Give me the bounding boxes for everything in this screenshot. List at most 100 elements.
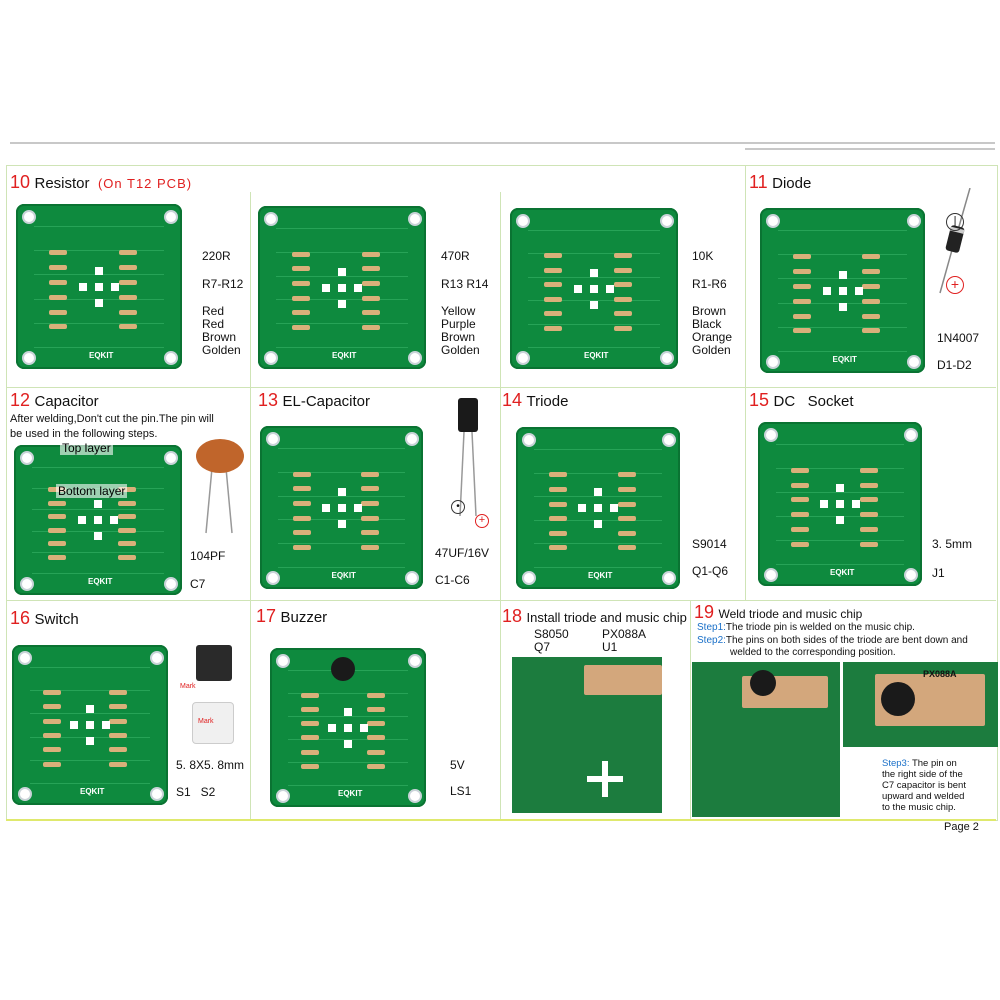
- pcb-board-resistor-2: EQKIT: [258, 206, 426, 369]
- pcb-component: [543, 282, 562, 288]
- pcb-component: [793, 254, 811, 260]
- capacitor-ref: C7: [190, 577, 206, 591]
- pcb-component: [862, 328, 881, 334]
- pcb-component: [118, 294, 137, 300]
- pcb-component: [361, 515, 380, 521]
- section-16-header: 16 Switch: [10, 608, 79, 629]
- pcb-component: [617, 516, 636, 522]
- pcb-component: [614, 267, 633, 273]
- pcb-component: [366, 749, 385, 755]
- pcb-component: [617, 545, 636, 551]
- section-title: Triode: [526, 393, 569, 410]
- mounting-hole: [516, 214, 530, 228]
- section-title: Switch: [34, 611, 79, 628]
- pcb-trace: [776, 564, 904, 565]
- pcb-component: [790, 482, 809, 488]
- pcb-component: [793, 328, 811, 334]
- capacitor-value: 104PF: [190, 549, 226, 563]
- pcb-component: [49, 324, 68, 330]
- section-18-header: 18 Install triode and music chip: [502, 606, 687, 627]
- pcb-brand-logo: EQKIT: [331, 571, 356, 580]
- mounting-hole: [266, 432, 280, 446]
- step2-label: Step2:: [697, 635, 726, 646]
- pcb-component: [108, 733, 127, 738]
- mounting-hole: [766, 214, 780, 228]
- pcb-component: [617, 472, 636, 478]
- plus-icon: +: [475, 514, 489, 528]
- pcb-component: [362, 310, 381, 316]
- buzzer-voltage: 5V: [450, 758, 465, 772]
- pcb-component: [49, 279, 68, 285]
- pcb-board-el-capacitor: EQKIT: [260, 426, 423, 589]
- grid-divider: [6, 387, 996, 388]
- diode-component-icon: [939, 188, 971, 294]
- grid-divider: [690, 600, 691, 819]
- pcb-component: [47, 541, 66, 546]
- pcb-component: [543, 311, 562, 317]
- pcb-component: [862, 298, 881, 304]
- triode-model: S8050: [534, 627, 569, 641]
- pcb-component: [361, 544, 380, 550]
- triode-icon: [750, 670, 776, 696]
- step3-text: Step3: The pin on the right side of the …: [882, 758, 966, 813]
- mounting-hole: [904, 568, 918, 582]
- pcb-trace: [534, 496, 662, 498]
- pcb-component: [548, 472, 567, 478]
- mounting-hole: [662, 571, 676, 585]
- step3-line: the right side of the: [882, 769, 963, 780]
- pcb-component: [859, 497, 878, 503]
- resistor-2-band: Purple: [441, 317, 476, 331]
- pcb-component: [366, 692, 385, 698]
- step1-label: Step1:: [697, 622, 726, 633]
- switch-size: 5. 8X5. 8mm: [176, 758, 245, 772]
- pcb-component: [543, 296, 562, 302]
- pcb-board-buzzer: EQKIT: [270, 648, 426, 807]
- triode-icon: [881, 682, 915, 716]
- pcb-trace: [778, 351, 907, 352]
- pcb-trace: [34, 347, 164, 348]
- section-number: 19: [694, 602, 715, 622]
- pcb-trace: [278, 567, 405, 568]
- resistor-1-value: 220R: [202, 249, 231, 263]
- pcb-component: [43, 704, 62, 710]
- pcb-component: [614, 296, 633, 302]
- pcb-silkscreen: [820, 484, 860, 524]
- pcb-trace: [276, 251, 408, 253]
- pcb-trace: [534, 472, 662, 474]
- mounting-hole: [164, 351, 178, 365]
- step3-label: Step3:: [882, 758, 910, 769]
- pcb-board-diode: EQKIT: [760, 208, 925, 373]
- pcb-brand-logo: EQKIT: [830, 568, 855, 577]
- pcb-component: [108, 761, 127, 767]
- pcb-component: [790, 467, 809, 473]
- pcb-component: [862, 283, 881, 289]
- pcb-component: [47, 514, 66, 519]
- pcb-component: [548, 530, 567, 536]
- pcb-component: [793, 269, 811, 275]
- pcb-trace: [30, 783, 150, 784]
- section-19-header: 19 Weld triode and music chip: [694, 602, 862, 623]
- mounting-hole: [907, 214, 921, 228]
- pcb-trace: [34, 274, 164, 276]
- pcb-component: [366, 735, 385, 741]
- pcb-component: [548, 501, 567, 507]
- pcb-component: [47, 500, 66, 506]
- pcb-component: [301, 692, 320, 698]
- pcb-trace: [776, 468, 904, 469]
- pcb-component: [49, 309, 68, 315]
- pcb-component: [43, 747, 62, 753]
- section-title: Install triode and music chip: [526, 610, 687, 625]
- pcb-trace: [288, 785, 408, 786]
- resistor-1-band: Golden: [202, 343, 241, 357]
- pcb-component: [366, 764, 385, 770]
- section-11-header: 11 Diode: [749, 172, 811, 193]
- mounting-hole: [907, 355, 921, 369]
- pcb-trace: [34, 250, 164, 252]
- pcb-component: [292, 500, 311, 506]
- chip-label: PX088A: [923, 669, 957, 679]
- pcb-trace: [30, 759, 150, 761]
- pcb-trace: [778, 230, 907, 231]
- pcb-trace: [776, 444, 904, 445]
- pcb-trace: [534, 449, 662, 450]
- section-number: 16: [10, 608, 31, 628]
